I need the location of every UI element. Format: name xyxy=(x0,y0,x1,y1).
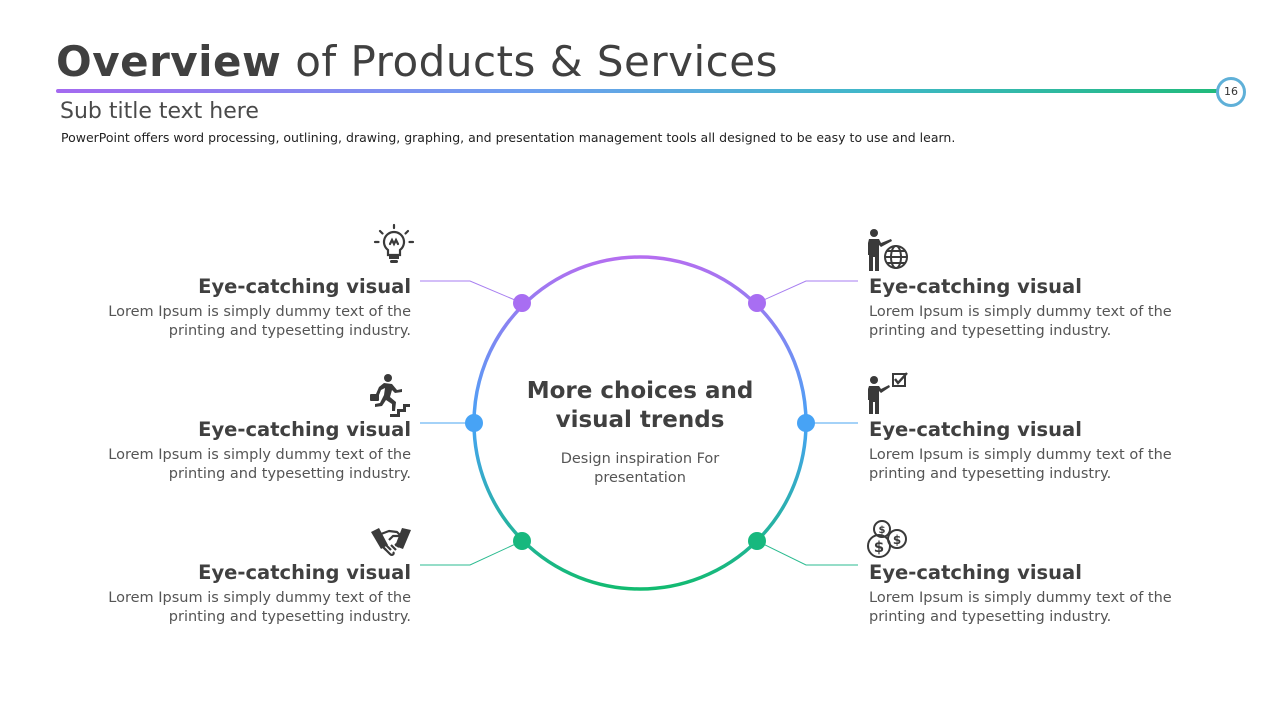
center-subtitle-line-1: Design inspiration For xyxy=(560,451,720,467)
item-heading: Eye-catching visual xyxy=(869,418,1082,441)
item-body: Lorem Ipsum is simply dummy text of the … xyxy=(869,447,1172,482)
title-bold: Overview xyxy=(56,37,282,86)
svg-text:$: $ xyxy=(874,538,884,556)
center-title-line-1: More choices and xyxy=(526,378,754,404)
running-person-stairs-icon xyxy=(370,374,410,417)
center-title: More choices and visual trends xyxy=(510,377,770,435)
node-left-2 xyxy=(465,414,483,432)
item-body: Lorem Ipsum is simply dummy text of the … xyxy=(108,590,411,625)
item-body: Lorem Ipsum is simply dummy text of the … xyxy=(108,304,411,339)
page-title: Overview of Products & Services xyxy=(56,36,778,88)
item-body: Lorem Ipsum is simply dummy text of the … xyxy=(869,304,1172,339)
item-heading: Eye-catching visual xyxy=(198,275,411,298)
node-left-1 xyxy=(513,294,531,312)
node-left-3 xyxy=(513,532,531,550)
item-left-1: Eye-catching visual Lorem Ipsum is simpl… xyxy=(51,275,411,341)
title-rest: of Products & Services xyxy=(295,37,778,86)
item-left-3: Eye-catching visual Lorem Ipsum is simpl… xyxy=(51,561,411,627)
item-left-2: Eye-catching visual Lorem Ipsum is simpl… xyxy=(51,418,411,484)
item-body: Lorem Ipsum is simply dummy text of the … xyxy=(108,447,411,482)
item-right-1: Eye-catching visual Lorem Ipsum is simpl… xyxy=(869,275,1229,341)
page-number-badge: 16 xyxy=(1216,77,1246,107)
description: PowerPoint offers word processing, outli… xyxy=(61,130,956,145)
svg-text:$: $ xyxy=(879,525,886,536)
item-heading: Eye-catching visual xyxy=(198,561,411,584)
coins-dollar-icon: $ $ $ xyxy=(867,520,907,558)
connector-left-1 xyxy=(420,280,523,304)
connector-right-3 xyxy=(756,540,858,566)
connector-left-3 xyxy=(420,540,523,566)
node-right-2 xyxy=(797,414,815,432)
subtitle: Sub title text here xyxy=(60,99,259,124)
item-right-2: Eye-catching visual Lorem Ipsum is simpl… xyxy=(869,418,1229,484)
item-heading: Eye-catching visual xyxy=(198,418,411,441)
connector-right-1 xyxy=(756,280,858,304)
svg-text:$: $ xyxy=(893,533,901,547)
item-right-3: Eye-catching visual Lorem Ipsum is simpl… xyxy=(869,561,1229,627)
presenter-checkbox-icon xyxy=(868,372,908,414)
center-title-line-2: visual trends xyxy=(555,407,725,433)
title-divider xyxy=(56,89,1232,93)
presenter-globe-icon xyxy=(868,229,908,271)
handshake-icon xyxy=(371,528,411,556)
center-subtitle-line-2: presentation xyxy=(594,470,686,486)
node-right-1 xyxy=(748,294,766,312)
item-body: Lorem Ipsum is simply dummy text of the … xyxy=(869,590,1172,625)
item-heading: Eye-catching visual xyxy=(869,275,1082,298)
center-subtitle: Design inspiration For presentation xyxy=(540,450,740,488)
item-heading: Eye-catching visual xyxy=(869,561,1082,584)
lightbulb-icon xyxy=(373,223,415,263)
node-right-3 xyxy=(748,532,766,550)
